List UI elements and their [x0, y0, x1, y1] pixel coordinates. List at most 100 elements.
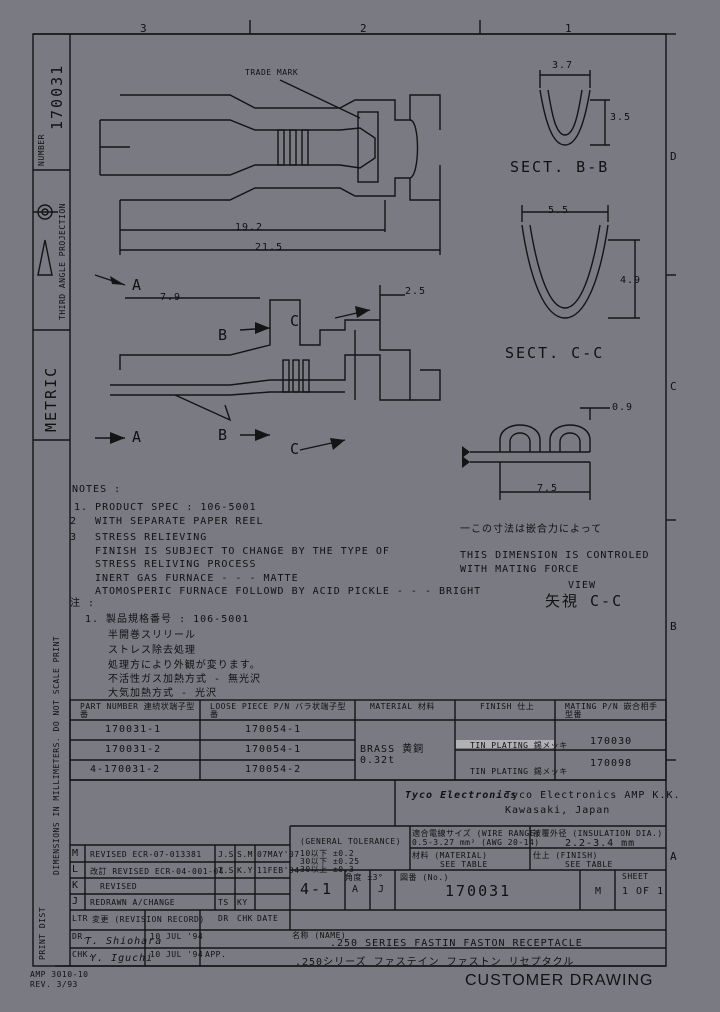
- rev-by: J.S: [218, 850, 234, 859]
- rev-header-dr: DR: [218, 914, 229, 923]
- name-label: 名称 (NAME): [292, 931, 347, 940]
- section-b-bottom: B: [218, 426, 230, 444]
- zone-b: B: [670, 620, 678, 633]
- insulation-label: 被覆外径 (INSULATION DIA.): [533, 829, 663, 838]
- general-tolerance: (GENERAL TOLERANCE): [300, 837, 402, 846]
- tolerance-4: 角度 ±3°: [345, 873, 384, 882]
- note-jp-3: ストレス除去処理: [108, 645, 196, 656]
- drawing-number-vertical: 170031: [48, 63, 66, 130]
- rev-header-ltr: LTR: [72, 914, 88, 923]
- dim-19-2: 19.2: [235, 222, 264, 233]
- note-2-mark: 2: [70, 516, 78, 527]
- rev-header-desc: 変更 (REVISION RECORD): [92, 915, 205, 924]
- note-3-mark: 3: [70, 532, 78, 543]
- wire-range-label: 適合電線サイズ (WIRE RANGE): [412, 829, 541, 838]
- zone-a: A: [670, 850, 678, 863]
- table-row: 170031-2: [105, 744, 162, 755]
- dim-3-5: 3.5: [610, 112, 632, 123]
- col-mating: MATING P/N 嵌合相手型番: [565, 702, 658, 719]
- dimension-note-jp: 一この寸法は嵌合力によって: [460, 524, 603, 535]
- material-value: BRASS 黄銅 0.32t: [360, 744, 425, 766]
- sheet-box: 4-1: [300, 880, 334, 898]
- note-1: 1. PRODUCT SPEC : 106-5001: [74, 502, 257, 513]
- rev-chk: KY: [237, 898, 248, 907]
- rev-desc: REVISED ECR-07-013381: [90, 850, 202, 859]
- section-a-top: A: [132, 276, 144, 294]
- see-table-finish: SEE TABLE: [565, 860, 613, 869]
- revision-letter: M: [595, 886, 603, 897]
- note-jp-6: 大気加熱方式 - 光沢: [108, 688, 218, 699]
- loc-letter: J: [378, 884, 386, 895]
- wire-range-value: 0.5-3.27 mm² (AWG 20-14): [412, 838, 540, 847]
- note-2: WITH SEPARATE PAPER REEL: [95, 516, 264, 527]
- rev-header-date: DATE: [257, 914, 279, 923]
- form-revision: REV. 3/93: [30, 980, 78, 989]
- tolerance-3: 30以上 ±0.3: [300, 865, 355, 874]
- drawing-number: 170031: [445, 882, 512, 900]
- table-row: 170054-1: [245, 724, 302, 735]
- dim-21-5: 21.5: [255, 242, 284, 253]
- number-label: NUMBER: [37, 134, 46, 166]
- rev-date: 11FEB'04: [257, 866, 300, 875]
- col-finish: FINISH 仕上: [480, 702, 535, 711]
- notes-heading: NOTES :: [72, 484, 122, 495]
- rev-chk: S.M: [237, 850, 253, 859]
- rev-by: T.S: [218, 866, 234, 875]
- table-row: 170054-2: [245, 764, 302, 775]
- dim-0-9: 0.9: [612, 402, 634, 413]
- note-4: FINISH IS SUBJECT TO CHANGE BY THE TYPE …: [95, 546, 390, 557]
- sheet-value: 1 OF 1: [622, 886, 665, 897]
- note-7: ATOMOSPERIC FURNACE FOLLOWD BY ACID PICK…: [95, 586, 482, 597]
- checked-date: 10 JUL '94: [150, 950, 204, 959]
- dim-5-5: 5.5: [548, 205, 570, 216]
- drawn-label: DR.: [72, 932, 88, 941]
- tolerance-2: 30以下 ±0.25: [300, 857, 360, 866]
- rev-desc: 改訂 REVISED ECR-04-001-04: [90, 867, 224, 876]
- part-name-jp: .250シリーズ ファステイン ファストン リセプタクル: [295, 957, 575, 968]
- zone-d: D: [670, 150, 678, 163]
- view-label: VIEW: [568, 580, 597, 591]
- dimensions-note: DIMENSIONS IN MILLIMETERS. DO NOT SCALE …: [52, 635, 61, 875]
- dim-7-9: 7.9: [160, 292, 182, 303]
- company-logo: Tyco Electronics: [405, 790, 518, 801]
- part-name-en: .250 SERIES FASTIN FASTON RECEPTACLE: [330, 938, 583, 949]
- zone-2: 2: [360, 22, 368, 35]
- rev-desc: REDRAWN A/CHANGE: [90, 898, 176, 907]
- rev-ltr: M: [72, 848, 80, 859]
- zone-c: C: [670, 380, 678, 393]
- rev-ltr: L: [72, 864, 80, 875]
- dimension-note-line1: THIS DIMENSION IS CONTROLED: [460, 550, 650, 561]
- material-label: 材料 (MATERIAL): [412, 851, 488, 860]
- sect-bb-title: SECT. B-B: [510, 158, 610, 176]
- note-jp-2: 半開巻スリリール: [108, 630, 196, 641]
- customer-drawing-label: CUSTOMER DRAWING: [465, 972, 654, 989]
- rev-header-chk: CHK: [237, 914, 253, 923]
- rev-ltr: K: [72, 880, 80, 891]
- approved-label: APP.: [205, 950, 227, 959]
- view-name: 矢視 C-C: [545, 592, 624, 610]
- company-city: Kawasaki, Japan: [505, 805, 611, 816]
- note-jp-4: 処理方により外観が変ります。: [108, 660, 261, 671]
- finish-value-1: TIN PLATING 錫メッキ: [470, 741, 568, 750]
- drawn-signature: T. Shiohara: [85, 936, 163, 947]
- notes-jp-heading: 注 :: [70, 598, 96, 609]
- rev-desc: REVISED: [100, 882, 138, 891]
- note-jp-5: 不活性ガス加熱方式 - 無光沢: [108, 674, 262, 685]
- section-a-bottom: A: [132, 428, 144, 446]
- note-6: INERT GAS FURNACE - - - MATTE: [95, 573, 299, 584]
- dim-2-5: 2.5: [405, 286, 427, 297]
- projection-label: THIRD ANGLE PROJECTION: [58, 203, 67, 320]
- dim-7-5: 7.5: [537, 483, 559, 494]
- company-name: Tyco Electronics AMP K.K.: [505, 790, 681, 801]
- insulation-value: 2.2-3.4 mm: [565, 838, 636, 849]
- col-part-number: PART NUMBER 連続状端子型番: [80, 702, 195, 719]
- section-b-top: B: [218, 326, 230, 344]
- rev-by: TS: [218, 898, 229, 907]
- sect-cc-title: SECT. C-C: [505, 344, 605, 362]
- form-number: AMP 3010-10: [30, 970, 89, 979]
- tolerance-1: 10以下 ±0.2: [300, 849, 355, 858]
- drawing-number-label: 図番 (No.): [400, 873, 449, 882]
- zone-1: 1: [565, 22, 573, 35]
- dimension-note-line2: WITH MATING FORCE: [460, 564, 580, 575]
